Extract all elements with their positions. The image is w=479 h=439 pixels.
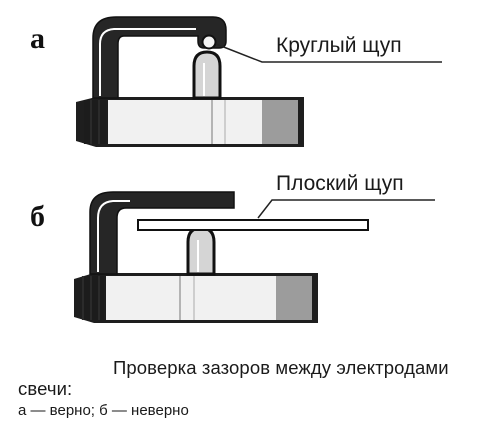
panel-a-plug-body [76,97,304,147]
panel-b-side-electrode [89,191,235,275]
panel-b-flat-probe [137,219,369,231]
figure-caption: Проверка зазоров между электродами свечи… [18,357,478,421]
panel-b-center-electrode [186,226,216,276]
panel-b-leader-line [257,199,435,219]
panel-a-probe-label: Круглый щуп [276,34,402,57]
panel-b-letter: б [30,200,45,233]
panel-b-probe-label: Плоский щуп [276,172,404,195]
panel-a-letter: а [30,22,45,55]
panel-b: б Плоский щуп [30,172,435,323]
panel-a-center-electrode [192,50,222,100]
panel-a-leader-line [215,43,442,63]
panel-b-plug-body [74,273,318,323]
caption-sub-text: а — верно; б — неверно [18,402,189,419]
spark-plug-gap-diagram: а Круглый щуп б [30,16,442,323]
panel-a-round-probe [201,34,217,50]
panel-a: а Круглый щуп [30,16,442,147]
caption-main-text: Проверка зазоров между электродами свечи… [18,357,449,399]
